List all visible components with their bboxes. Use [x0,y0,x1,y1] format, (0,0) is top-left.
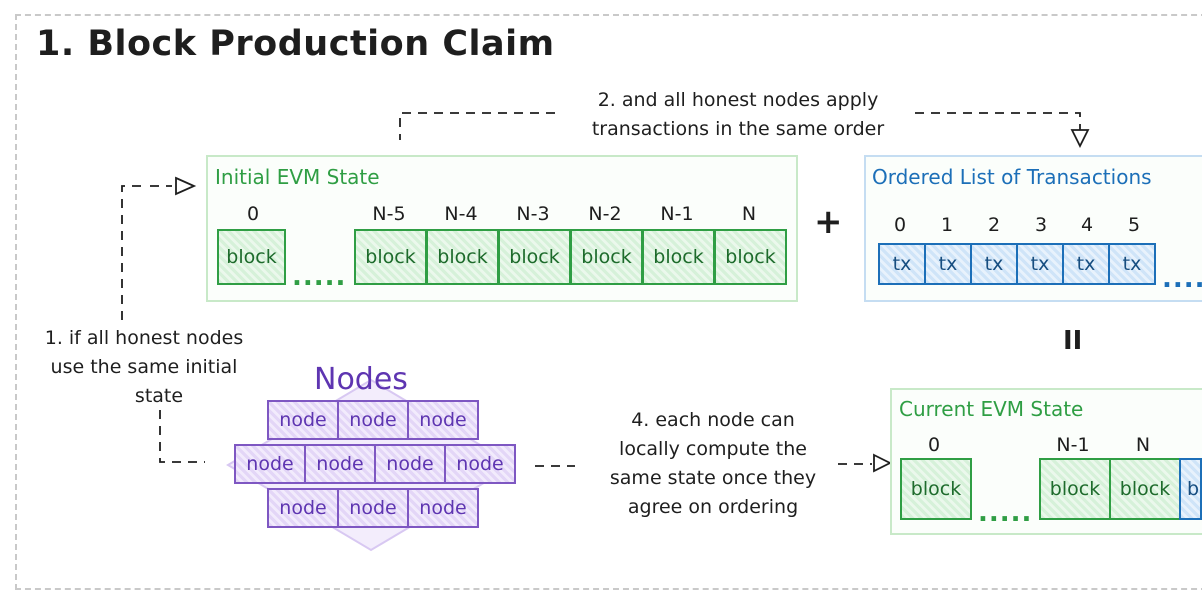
step1-note: 1. if all honest nodes use the same init… [24,324,264,411]
initial-first-block: block [217,229,286,285]
step1-line-2: use the same initial [50,356,238,378]
node-cell: node [337,400,409,440]
node-cell: node [267,400,339,440]
step2-note: 2. and all honest nodes apply transactio… [568,86,908,144]
initial-block: block [354,229,427,285]
step2-line-1: 2. and all honest nodes apply [597,89,879,111]
ordered-list-title: Ordered List of Transactions [872,165,1152,189]
tx-index: 1 [940,214,954,236]
step1-line-1: 1. if all honest nodes [44,327,244,349]
diagram-frame [15,14,1202,590]
tx-cell: tx [878,243,926,285]
node-cell: node [267,488,339,528]
node-cell: node [234,444,306,484]
node-cell: node [407,400,479,440]
current-ellipsis: ..... [978,498,1033,528]
step4-line-4: agree on ordering [627,496,799,518]
node-cell: node [337,488,409,528]
node-cell: node [304,444,376,484]
tx-cell: tx [1016,243,1064,285]
initial-index: N-5 [372,203,406,225]
step4-line-1: 4. each node can [631,409,795,431]
current-partial-block: b [1179,458,1202,520]
tx-index: 3 [1034,214,1048,236]
node-cell: node [444,444,516,484]
current-state-title: Current EVM State [899,397,1084,421]
tx-index: 0 [893,214,907,236]
initial-index: N [741,203,757,225]
node-cell: node [407,488,479,528]
tx-ellipsis: ..... [1162,264,1202,294]
initial-block: block [714,229,787,285]
node-cell: node [374,444,446,484]
initial-block: block [570,229,643,285]
initial-block: block [498,229,571,285]
equals-symbol: II [1063,326,1083,356]
step4-line-3: same state once they [609,467,817,489]
step4-line-2: locally compute the [619,438,807,460]
initial-ellipsis: ..... [292,262,347,292]
initial-index: N-2 [588,203,622,225]
tx-cell: tx [1108,243,1156,285]
current-block: block [1109,458,1181,520]
tx-cell: tx [924,243,972,285]
tx-index: 2 [987,214,1001,236]
initial-first-index: 0 [246,203,260,225]
initial-block: block [426,229,499,285]
initial-state-title: Initial EVM State [215,165,380,189]
initial-index: N-1 [660,203,694,225]
nodes-title: Nodes [314,362,408,397]
initial-block: block [642,229,715,285]
tx-cell: tx [1062,243,1110,285]
current-index: N-1 [1056,434,1090,456]
step2-line-2: transactions in the same order [591,118,885,140]
current-block: block [1039,458,1111,520]
tx-index: 4 [1080,214,1094,236]
current-index: N [1135,434,1151,456]
plus-symbol: + [814,202,843,242]
tx-cell: tx [970,243,1018,285]
current-first-index: 0 [927,434,941,456]
current-first-block: block [900,458,972,520]
initial-index: N-3 [516,203,550,225]
diagram-title: 1. Block Production Claim [36,24,555,64]
step4-note: 4. each node can locally compute the sam… [582,406,844,522]
tx-index: 5 [1127,214,1141,236]
initial-index: N-4 [444,203,478,225]
step1-line-3: state [134,385,184,407]
